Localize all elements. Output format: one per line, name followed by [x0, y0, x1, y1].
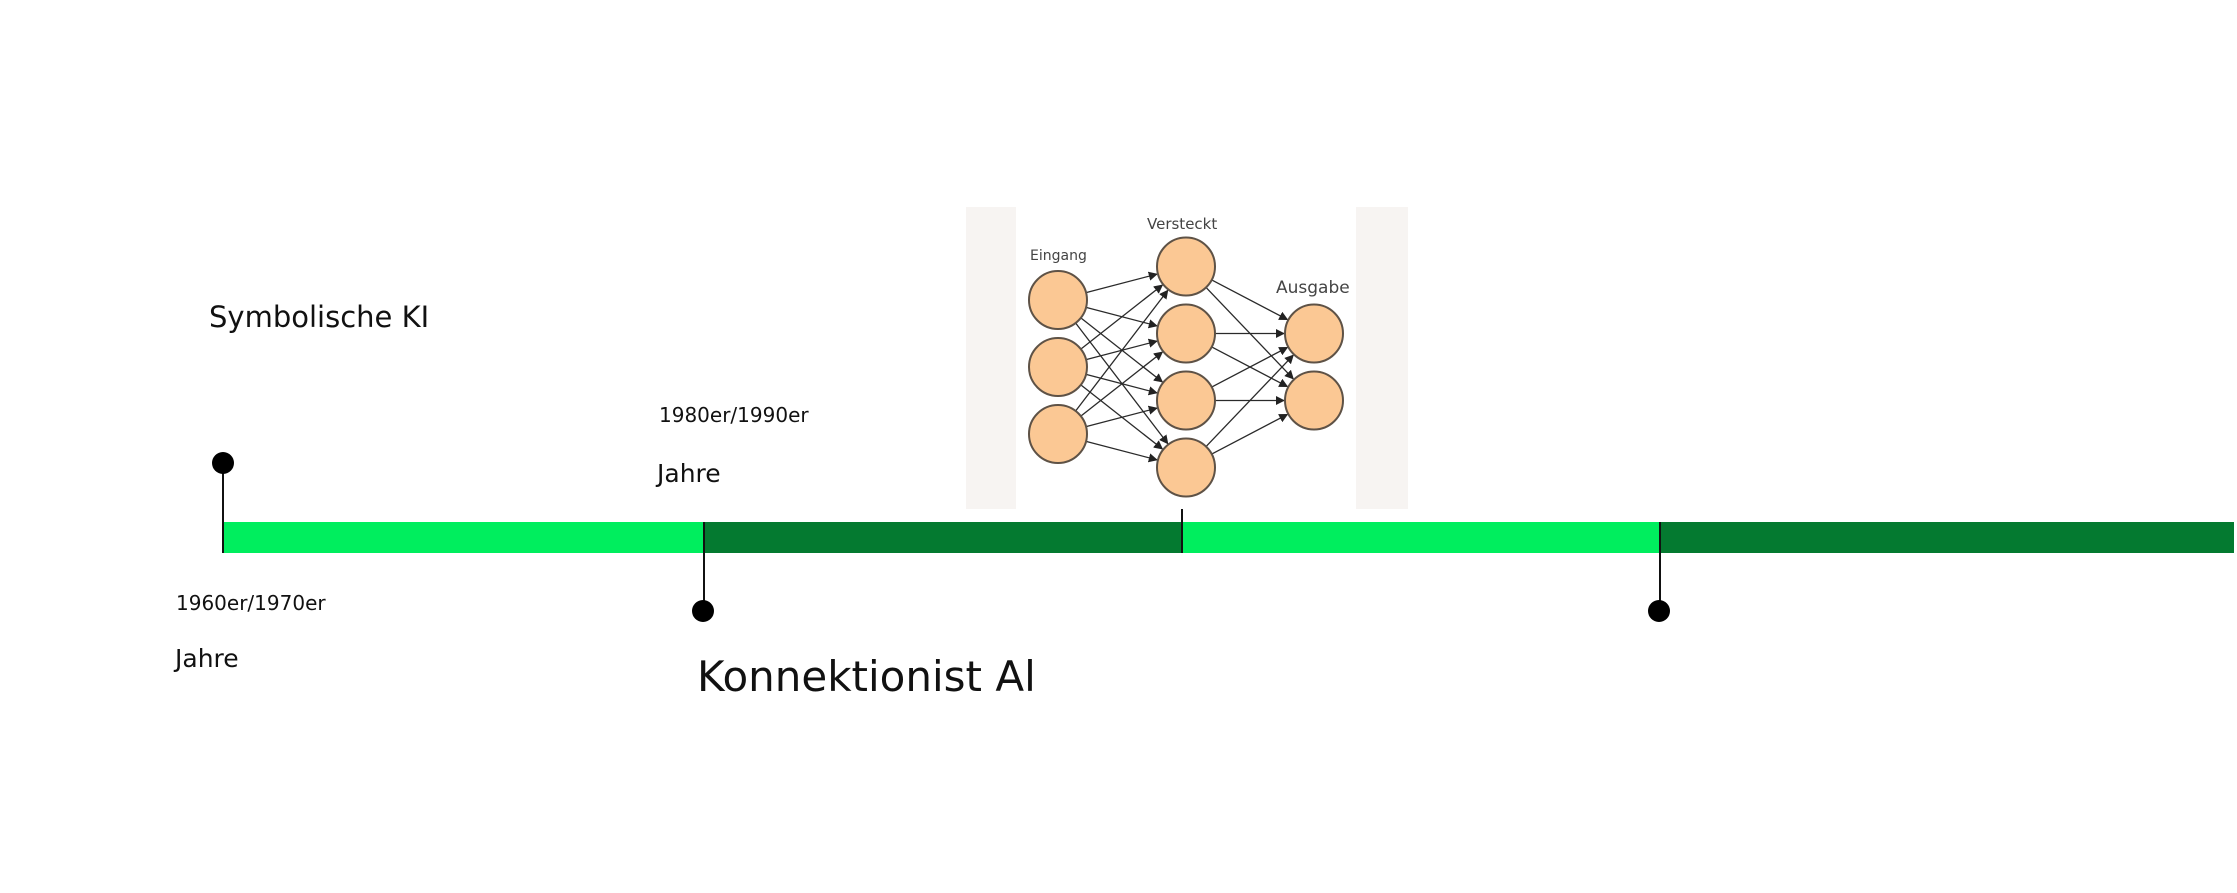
hidden-neuron-4 — [1156, 437, 1216, 498]
hidden-neuron-2 — [1156, 303, 1216, 364]
neural-network-diagram: Eingang Versteckt Ausgabe — [1016, 207, 1356, 509]
milestone-1-title: Symbolische KI — [209, 300, 430, 334]
milestone-1-period-line2: Jahre — [175, 644, 239, 673]
milestone-4-stem — [1659, 522, 1661, 611]
edge-hidden-4-to-output-1 — [1205, 354, 1294, 447]
hidden-neuron-1 — [1156, 236, 1216, 297]
timeline-segment-4 — [1660, 522, 2234, 553]
input-layer-label: Eingang — [1030, 248, 1087, 264]
milestone-2-dot — [692, 600, 714, 622]
edge-input-1-to-hidden-1 — [1085, 271, 1158, 294]
timeline-segment-3 — [1182, 522, 1660, 553]
edge-input-3-to-hidden-2 — [1080, 351, 1164, 417]
network-nodes — [1028, 236, 1344, 498]
neural-network-figure: Eingang Versteckt Ausgabe — [966, 207, 1408, 509]
network-edges — [1075, 271, 1294, 463]
edge-input-2-to-hidden-1 — [1080, 284, 1164, 350]
edge-hidden-1-to-output-1 — [1211, 279, 1289, 321]
edge-hidden-3-to-output-1 — [1211, 346, 1289, 388]
milestone-2-stem — [703, 522, 705, 611]
input-neuron-2 — [1028, 337, 1088, 397]
input-neuron-3 — [1028, 404, 1088, 464]
hidden-neuron-3 — [1156, 370, 1216, 431]
output-layer-label: Ausgabe — [1276, 278, 1350, 298]
timeline-segment-1 — [223, 522, 704, 553]
milestone-1-period-line1: 1960er/1970er — [176, 591, 326, 615]
milestone-1-stem — [222, 463, 224, 553]
hidden-layer-label: Versteckt — [1147, 215, 1217, 233]
edge-input-3-to-hidden-4 — [1085, 440, 1158, 463]
input-neuron-1 — [1028, 270, 1088, 330]
output-neuron-2 — [1284, 370, 1344, 431]
timeline-segment-2 — [704, 522, 1182, 553]
milestone-2-period-line2: Jahre — [657, 459, 721, 488]
edge-input-3-to-hidden-3 — [1085, 405, 1158, 428]
edge-input-3-to-hidden-1 — [1075, 289, 1169, 412]
milestone-4-dot — [1648, 600, 1670, 622]
milestone-3-tick — [1181, 509, 1183, 553]
milestone-1-dot — [212, 452, 234, 474]
edge-hidden-4-to-output-2 — [1211, 413, 1289, 455]
output-neuron-1 — [1284, 303, 1344, 364]
milestone-2-title: Konnektionist Al — [697, 652, 1036, 701]
milestone-2-period-line1: 1980er/1990er — [659, 403, 809, 427]
